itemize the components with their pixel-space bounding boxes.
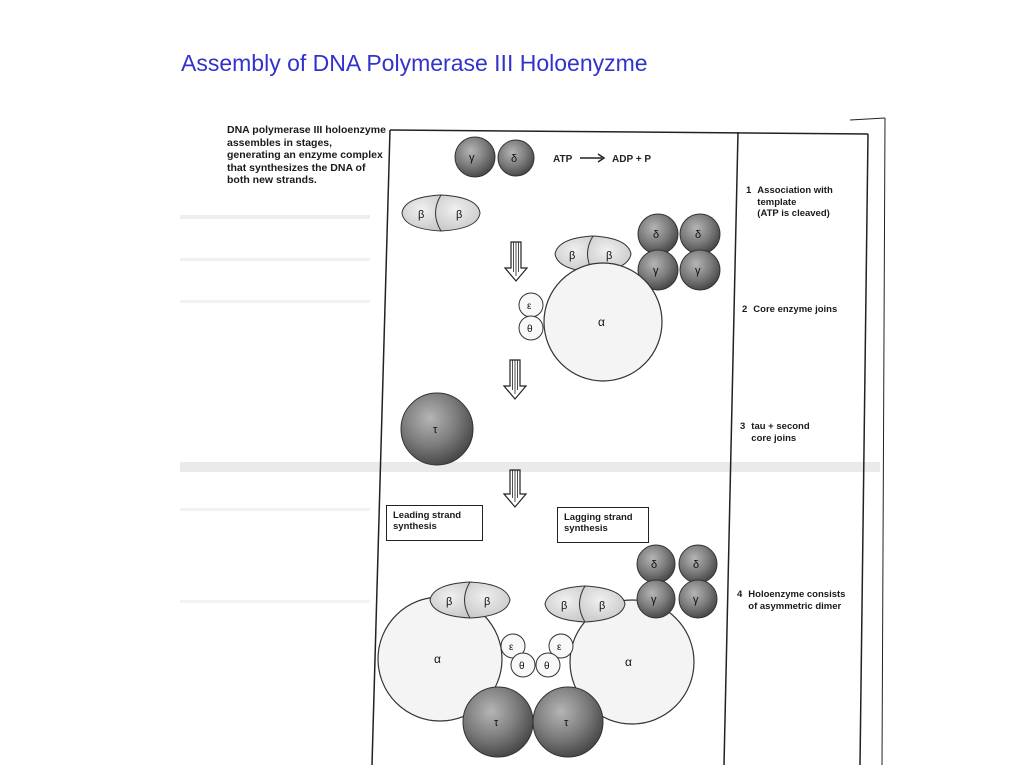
gamma-delta-complex: γ δ bbox=[454, 136, 535, 178]
svg-text:γ: γ bbox=[653, 265, 659, 277]
gamma-delta-cluster-2: δ δ γ γ bbox=[637, 213, 721, 291]
step-1-number: 1 bbox=[746, 185, 752, 196]
figure-caption: DNA polymerase III holoenzyme assembles … bbox=[227, 124, 386, 186]
down-arrow-1 bbox=[503, 241, 529, 282]
svg-text:γ: γ bbox=[693, 594, 699, 606]
alpha-core-2: α ε θ bbox=[518, 262, 663, 382]
step-1-text: Association with template (ATP is cleave… bbox=[757, 185, 833, 219]
gamma-subunit bbox=[454, 136, 496, 178]
step-2-text: Core enzyme joins bbox=[753, 304, 838, 315]
svg-text:θ: θ bbox=[527, 324, 533, 335]
svg-text:β: β bbox=[606, 250, 612, 262]
step-3-text: tau + second core joins bbox=[751, 421, 810, 444]
step-2: 2 Core enzyme joins bbox=[742, 304, 837, 316]
step-1: 1 Association with template (ATP is cleav… bbox=[746, 185, 833, 220]
svg-text:δ: δ bbox=[511, 153, 517, 165]
svg-text:β: β bbox=[561, 600, 567, 612]
svg-text:γ: γ bbox=[695, 265, 701, 277]
step-4: 4 Holoenzyme consists of asymmetric dimer bbox=[737, 589, 845, 612]
svg-text:ε: ε bbox=[527, 301, 532, 312]
svg-text:α: α bbox=[625, 655, 632, 669]
atp-reaction: ATP ADP + P bbox=[553, 153, 651, 165]
svg-text:τ: τ bbox=[433, 424, 438, 436]
holoenzyme-dimer: α α β β β β δ δ γ γ ε ε θ θ τ τ bbox=[377, 544, 718, 758]
step-3-number: 3 bbox=[740, 421, 746, 432]
down-arrow-2 bbox=[502, 359, 528, 400]
svg-text:α: α bbox=[598, 315, 605, 329]
svg-text:β: β bbox=[446, 596, 452, 608]
svg-text:γ: γ bbox=[469, 152, 475, 164]
figure-frame bbox=[371, 117, 886, 766]
lagging-strand-box: Lagging strand synthesis bbox=[557, 507, 649, 543]
svg-text:β: β bbox=[484, 596, 490, 608]
svg-text:θ: θ bbox=[519, 661, 525, 672]
down-arrow-3 bbox=[502, 469, 528, 508]
svg-text:β: β bbox=[418, 209, 424, 221]
svg-text:δ: δ bbox=[693, 559, 699, 571]
svg-text:ε: ε bbox=[509, 642, 514, 653]
svg-text:β: β bbox=[456, 209, 462, 221]
adp-label: ADP + P bbox=[612, 154, 651, 165]
svg-text:β: β bbox=[569, 250, 575, 262]
leading-strand-box: Leading strand synthesis bbox=[386, 505, 483, 541]
tau-subunit-3: τ bbox=[400, 392, 474, 466]
svg-text:α: α bbox=[434, 652, 441, 666]
svg-text:β: β bbox=[599, 600, 605, 612]
slide-title: Assembly of DNA Polymerase III Holoenyzm… bbox=[181, 50, 648, 76]
svg-text:τ: τ bbox=[564, 717, 569, 729]
step-4-text: Holoenzyme consists of asymmetric dimer bbox=[748, 589, 846, 612]
svg-text:θ: θ bbox=[544, 661, 550, 672]
svg-text:γ: γ bbox=[651, 594, 657, 606]
delta-subunit bbox=[497, 139, 535, 177]
svg-text:τ: τ bbox=[494, 717, 499, 729]
svg-text:δ: δ bbox=[651, 559, 657, 571]
svg-text:δ: δ bbox=[653, 229, 659, 241]
step-2-number: 2 bbox=[742, 304, 748, 315]
atp-label: ATP bbox=[553, 154, 573, 165]
scan-noise bbox=[180, 215, 880, 603]
step-4-number: 4 bbox=[737, 589, 743, 600]
svg-text:ε: ε bbox=[557, 642, 562, 653]
step-3: 3 tau + second core joins bbox=[740, 421, 810, 444]
svg-text:δ: δ bbox=[695, 229, 701, 241]
beta-clamp-1: β β bbox=[401, 194, 481, 232]
